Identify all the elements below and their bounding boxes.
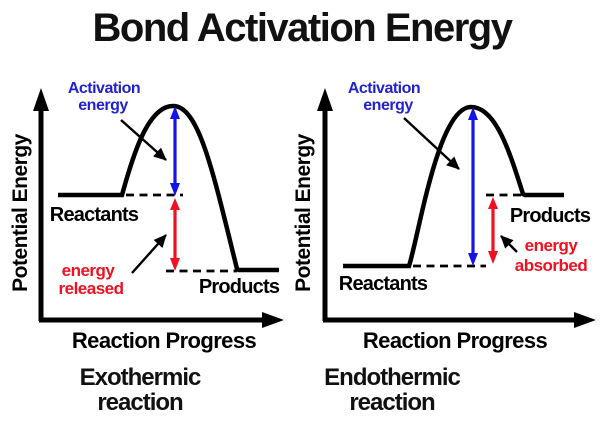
x-axis-label: Reaction Progress <box>72 328 257 353</box>
absorbed-arrow-head-bottom <box>488 251 498 264</box>
diagram-caption-line2: reaction <box>349 389 435 416</box>
y-axis-arrow-icon <box>317 88 333 111</box>
diagram-caption-line1: Endothermic <box>324 364 460 391</box>
activation-label-line1: Activation <box>348 80 420 97</box>
energy-released-label-line1: energy <box>62 261 116 280</box>
activation-label-line1: Activation <box>68 80 140 97</box>
energy-curve <box>343 104 564 269</box>
energy-curve <box>58 103 279 273</box>
y-axis-label: Potential Energy <box>9 133 32 292</box>
activation-arrow-head-top <box>468 107 478 120</box>
x-axis-label: Reaction Progress <box>363 328 548 353</box>
products-label: Products <box>199 276 280 298</box>
absorbed-pointer-arrow-icon <box>500 235 518 253</box>
y-axis-arrow-icon <box>33 88 49 111</box>
absorbed-arrow-head-top <box>488 197 498 209</box>
energy-released-arrow-icon <box>170 198 180 271</box>
diagram-caption-line2: reaction <box>97 389 183 416</box>
x-axis-arrow-icon <box>574 312 596 328</box>
figure-title: Bond Activation Energy <box>92 6 513 50</box>
reactants-label: Reactants <box>339 273 428 295</box>
endothermic-diagram: Activation energy Reactants Products ene… <box>292 80 596 416</box>
activation-pointer-arrow-icon <box>403 117 460 170</box>
products-label: Products <box>510 205 591 227</box>
y-axis-label: Potential Energy <box>292 133 315 292</box>
activation-pointer-arrow-icon <box>120 119 167 161</box>
energy-absorbed-label-line1: energy <box>525 236 579 255</box>
activation-arrow-head-bottom <box>170 183 180 196</box>
released-arrow-head-bottom <box>170 258 180 271</box>
activation-label-line2: energy <box>363 97 413 114</box>
released-pointer-arrow-icon <box>131 234 167 274</box>
activation-arrow-head-top <box>170 106 180 119</box>
activation-label-line2: energy <box>78 97 128 114</box>
x-axis-arrow-icon <box>262 312 284 328</box>
activation-arrow-head-bottom <box>468 253 478 266</box>
activation-energy-arrow-icon <box>468 107 478 266</box>
released-arrow-head-top <box>170 198 180 210</box>
energy-released-label-line2: released <box>59 279 124 298</box>
exothermic-diagram: Activation energy Reactants energy relea… <box>9 80 284 416</box>
energy-absorbed-arrow-icon <box>488 197 498 264</box>
diagram-caption-line1: Exothermic <box>80 364 201 391</box>
reactants-label: Reactants <box>50 204 139 226</box>
energy-absorbed-label-line2: absorbed <box>515 256 588 275</box>
activation-energy-arrow-icon <box>170 106 180 196</box>
